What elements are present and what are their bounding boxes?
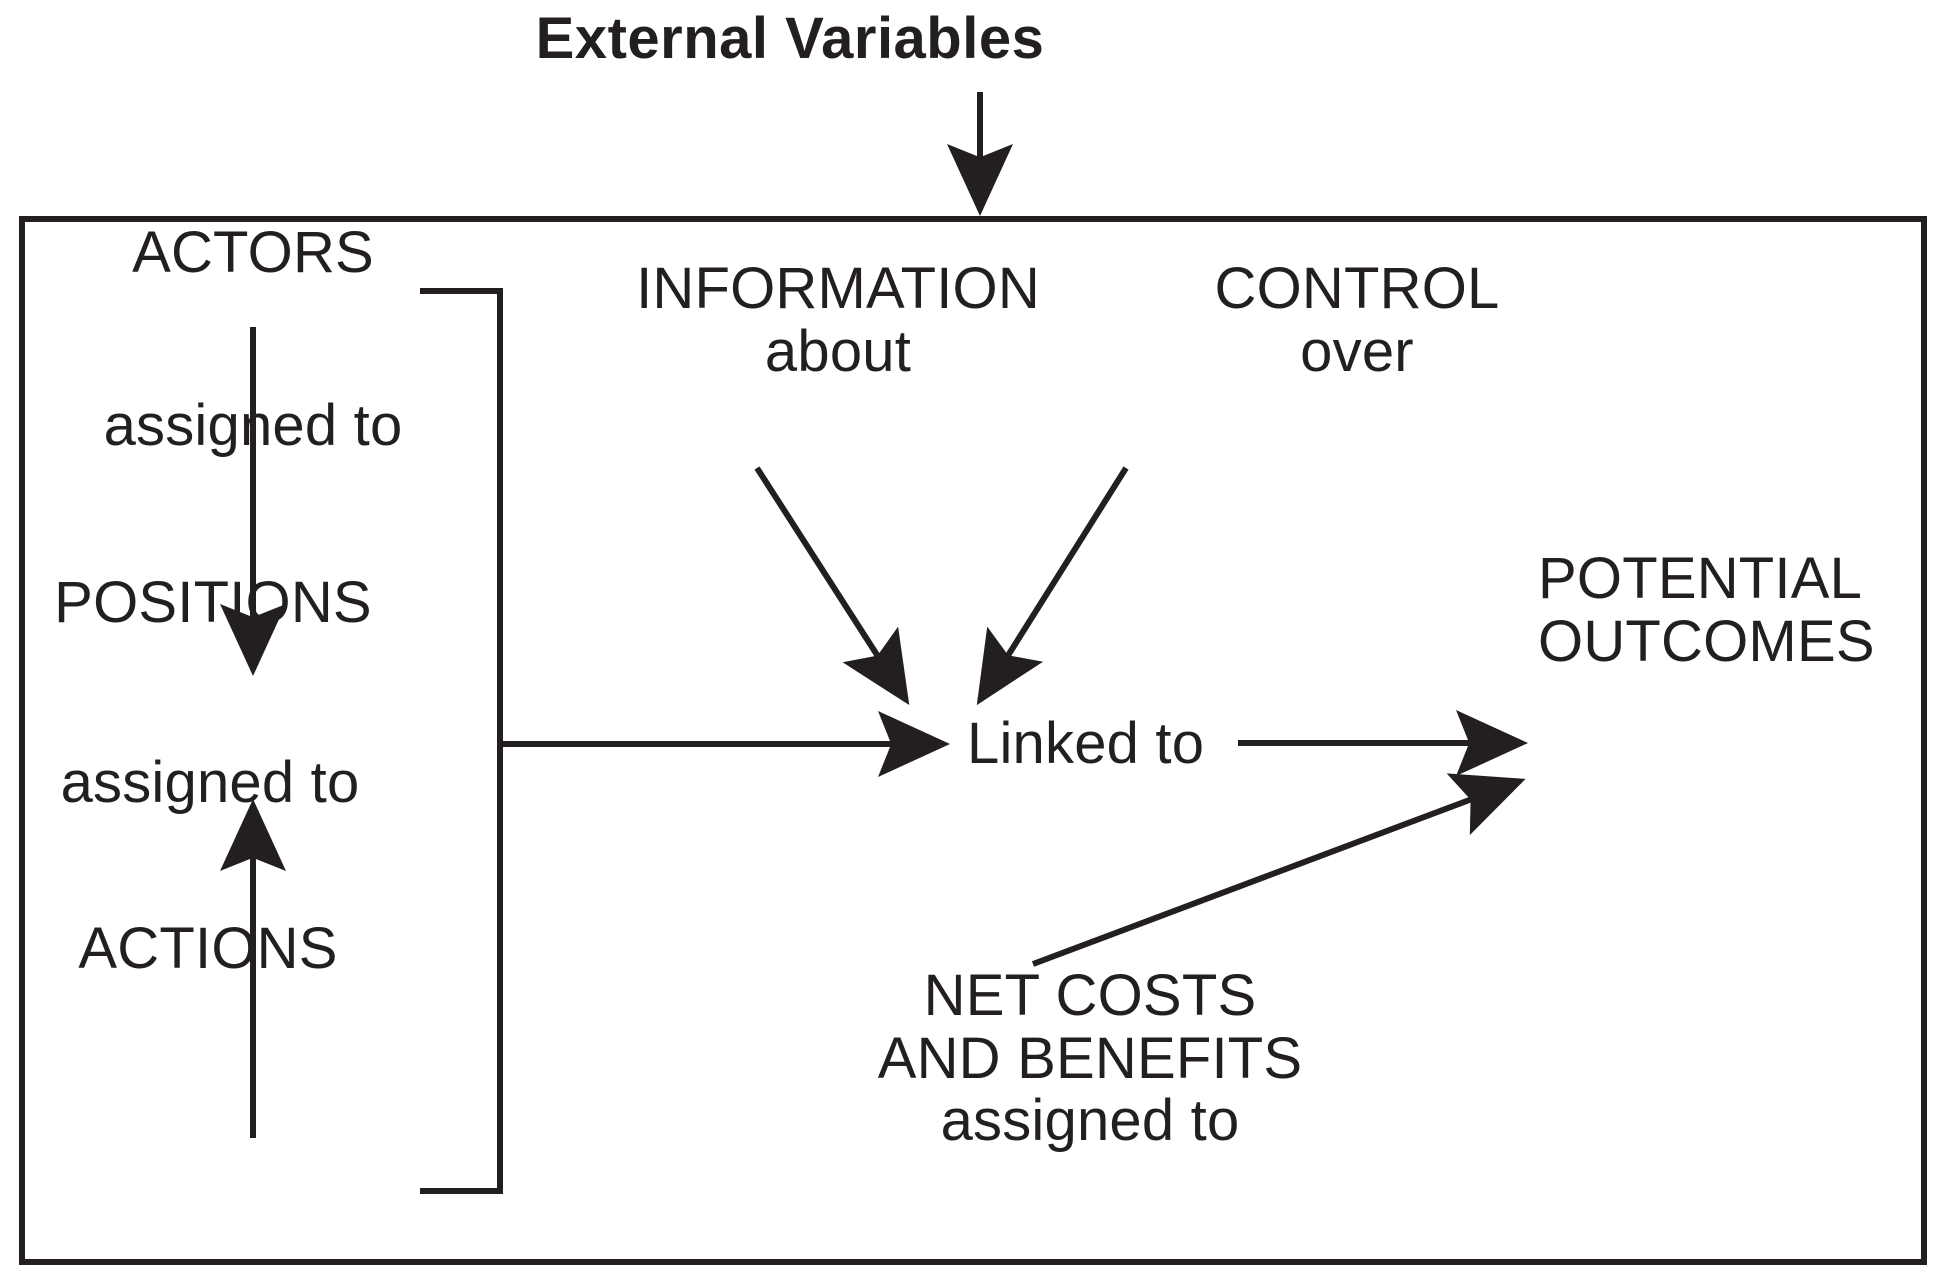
diagram-title: External Variables — [535, 6, 1045, 71]
node-linked-to: Linked to — [967, 711, 1205, 776]
node-positions: POSITIONS — [54, 570, 372, 635]
bracket-actors-actions — [420, 288, 503, 1194]
edge-label-actions-positions: assigned to — [60, 750, 360, 815]
node-net-costs-line2: AND BENEFITS — [877, 1025, 1303, 1091]
node-control-label: CONTROL — [1214, 256, 1500, 321]
arrow-information-to-linked — [754, 466, 910, 706]
node-information: INFORMATION about — [636, 256, 1040, 384]
node-potential-outcomes: POTENTIAL OUTCOMES — [1538, 546, 1875, 674]
node-actions: ACTIONS — [78, 916, 338, 981]
node-information-label: INFORMATION — [636, 256, 1040, 321]
node-net-costs-and-benefits: NET COSTS AND BENEFITS assigned to — [877, 963, 1303, 1154]
action-situation-boundary — [19, 216, 1927, 1265]
arrow-netcosts-to-outcomes — [1031, 773, 1526, 967]
node-actors: ACTORS — [132, 220, 374, 285]
node-potential-outcomes-line1: POTENTIAL — [1538, 546, 1863, 611]
edge-label-actors-positions: assigned to — [103, 393, 403, 458]
node-control-sublabel: over — [1300, 318, 1414, 384]
node-net-costs-line3: assigned to — [940, 1088, 1240, 1154]
node-information-sublabel: about — [764, 318, 912, 384]
node-control: CONTROL over — [1214, 256, 1500, 384]
node-potential-outcomes-line2: OUTCOMES — [1538, 608, 1875, 674]
arrow-control-to-linked — [976, 466, 1129, 706]
node-net-costs-line1: NET COSTS — [923, 963, 1257, 1028]
